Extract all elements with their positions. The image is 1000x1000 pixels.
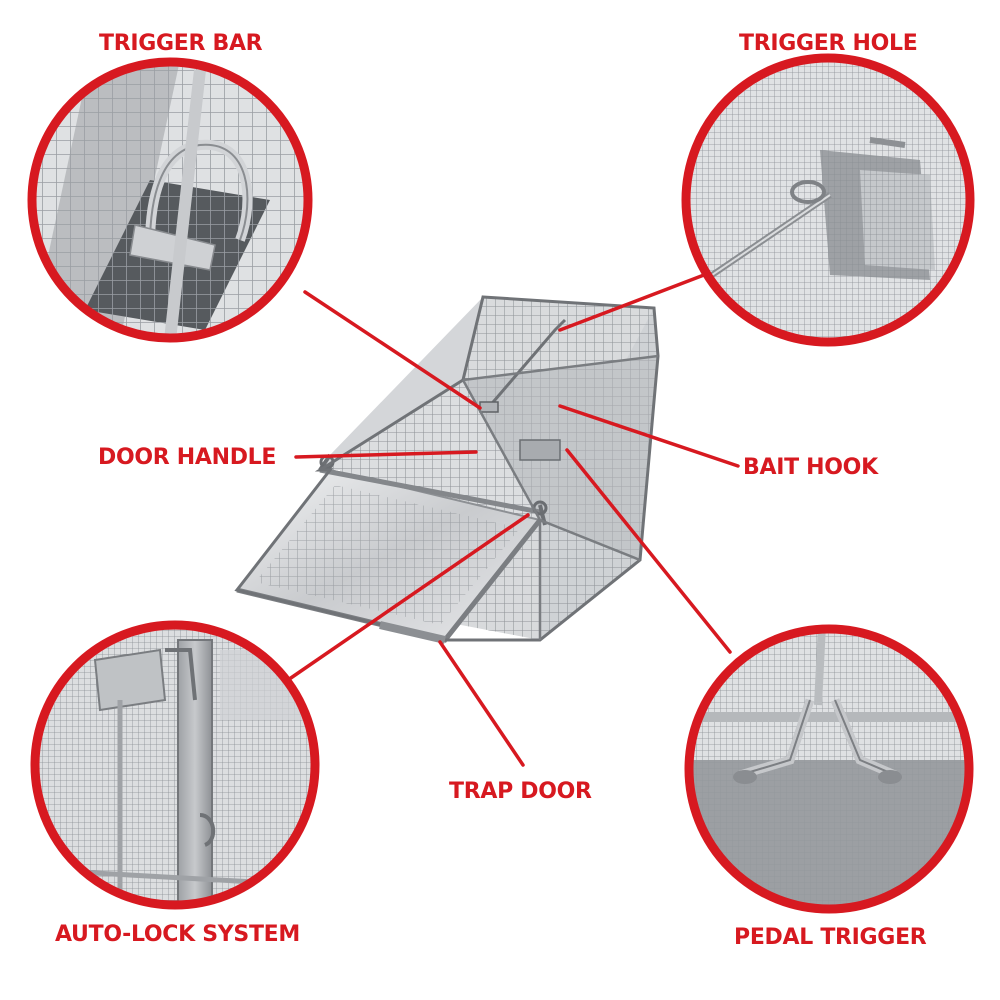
- callout-line-trap-door: [438, 640, 525, 767]
- cage-left-side: [320, 297, 483, 470]
- callout-line-trigger-hole: [558, 268, 719, 332]
- auto-lock-closeup: [30, 620, 320, 910]
- main-cage-trap: [234, 295, 660, 644]
- label-trap-door: TRAP DOOR: [449, 779, 592, 804]
- callout-line-bait-hook: [558, 404, 740, 468]
- callout-line-auto-lock: [283, 513, 530, 684]
- pedal-trigger-closeup: [684, 624, 974, 914]
- label-pedal-trigger: PEDAL TRIGGER: [734, 925, 927, 950]
- label-trigger-hole: TRIGGER HOLE: [739, 31, 918, 56]
- trigger-rod: [486, 318, 567, 409]
- label-door-handle: DOOR HANDLE: [98, 445, 277, 470]
- label-auto-lock-system: AUTO-LOCK SYSTEM: [55, 922, 300, 947]
- callout-line-door-handle: [294, 450, 478, 459]
- label-trigger-bar: TRIGGER BAR: [99, 31, 263, 56]
- callout-lines: [283, 268, 740, 767]
- pedal-plate: [519, 439, 561, 461]
- trigger-bar-closeup: [27, 57, 313, 343]
- trigger-hole-closeup: [681, 53, 975, 347]
- callout-line-pedal-trigger: [565, 448, 732, 654]
- label-bait-hook: BAIT HOOK: [743, 455, 878, 480]
- callout-line-trigger-bar: [303, 290, 482, 410]
- door-handle-bar: [319, 467, 541, 515]
